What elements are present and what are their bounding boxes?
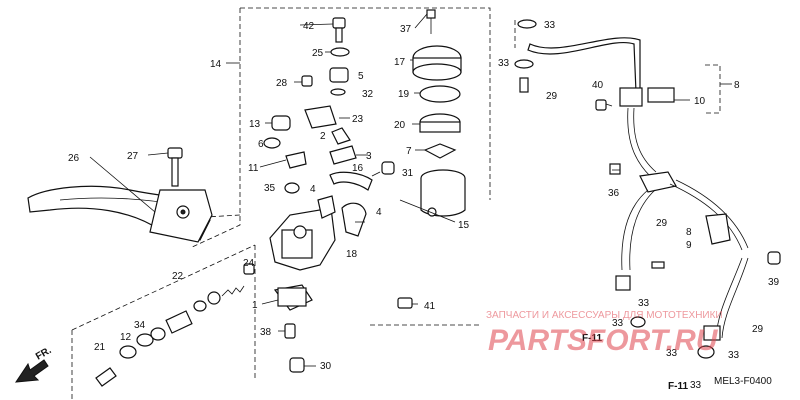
callout-26: 26 [68, 153, 80, 164]
callout-4b: 4 [376, 207, 382, 218]
callout-20: 20 [394, 120, 406, 131]
callout-42: 42 [303, 21, 315, 32]
callout-1: 1 [252, 300, 258, 311]
callout-14: 14 [210, 59, 222, 70]
callout-40: 40 [592, 80, 604, 91]
callout-31: 31 [402, 168, 414, 179]
callout-29b: 29 [656, 218, 668, 229]
callout-27: 27 [127, 151, 139, 162]
watermark-tagline: ЗАПЧАСТИ И АКСЕССУАРЫ ДЛЯ МОТОТЕХНИКИ [486, 310, 723, 321]
callout-9: 9 [686, 240, 692, 251]
callout-2: 2 [320, 131, 326, 142]
callout-16: 16 [352, 163, 364, 174]
callout-11: 11 [248, 163, 259, 174]
callout-39: 39 [768, 277, 780, 288]
fr-label: FR. [34, 345, 54, 363]
callout-33f: 33 [728, 350, 740, 361]
callout-29c: 29 [752, 324, 764, 335]
ref-label-f11: F-11 [582, 333, 602, 344]
callout-30: 30 [320, 361, 332, 372]
diagram-code: MEL3-F0400 [714, 376, 772, 387]
callout-35: 35 [264, 183, 276, 194]
callout-24: 24 [243, 258, 255, 269]
fluid-reservoir [412, 9, 466, 217]
callout-32: 32 [362, 89, 374, 100]
callout-33d: 33 [612, 318, 624, 329]
callout-7: 7 [406, 146, 412, 157]
callout-23: 23 [352, 114, 364, 125]
callout-21: 21 [94, 342, 106, 353]
callout-4: 4 [310, 184, 316, 195]
callout-28: 28 [276, 78, 288, 89]
callout-25: 25 [312, 48, 324, 59]
callout-33b: 33 [498, 58, 510, 69]
callout-8: 8 [734, 80, 740, 91]
callout-22: 22 [172, 271, 184, 282]
brake-hoses [514, 19, 781, 359]
callout-18: 18 [346, 249, 358, 260]
callout-12: 12 [120, 332, 132, 343]
brake-switch [277, 287, 307, 307]
brake-lever [27, 185, 213, 243]
callout-19: 19 [398, 89, 410, 100]
ref-label-f11-b: F-11 [668, 381, 688, 392]
pivot-bolt [147, 147, 183, 187]
watermark-brand: PARTSFORT.RU [488, 324, 719, 357]
callout-38: 38 [260, 327, 272, 338]
callout-10: 10 [694, 96, 706, 107]
callout-37: 37 [400, 24, 412, 35]
callout-numbers: 1 2 3 4 4 5 6 7 8 8 9 10 11 12 13 14 15 … [68, 20, 780, 391]
callout-34: 34 [134, 320, 146, 331]
callout-17: 17 [394, 57, 406, 68]
callout-15: 15 [458, 220, 470, 231]
callout-33c: 33 [638, 298, 650, 309]
callout-41: 41 [424, 301, 436, 312]
callout-33e: 33 [666, 348, 678, 359]
callout-leaders [89, 13, 690, 367]
callout-29: 29 [546, 91, 558, 102]
assembly-frames [71, 7, 732, 400]
piston-kit [95, 263, 255, 387]
reservoir-components [263, 17, 395, 237]
callout-33: 33 [544, 20, 556, 31]
callout-13: 13 [249, 119, 261, 130]
callout-36: 36 [608, 188, 620, 199]
front-direction-arrow: FR. [15, 345, 54, 383]
callout-5: 5 [358, 71, 364, 82]
bottom-fasteners [284, 297, 413, 373]
callout-33g: 33 [690, 380, 702, 391]
callout-8b: 8 [686, 227, 692, 238]
callout-6: 6 [258, 139, 264, 150]
callout-3: 3 [366, 151, 372, 162]
